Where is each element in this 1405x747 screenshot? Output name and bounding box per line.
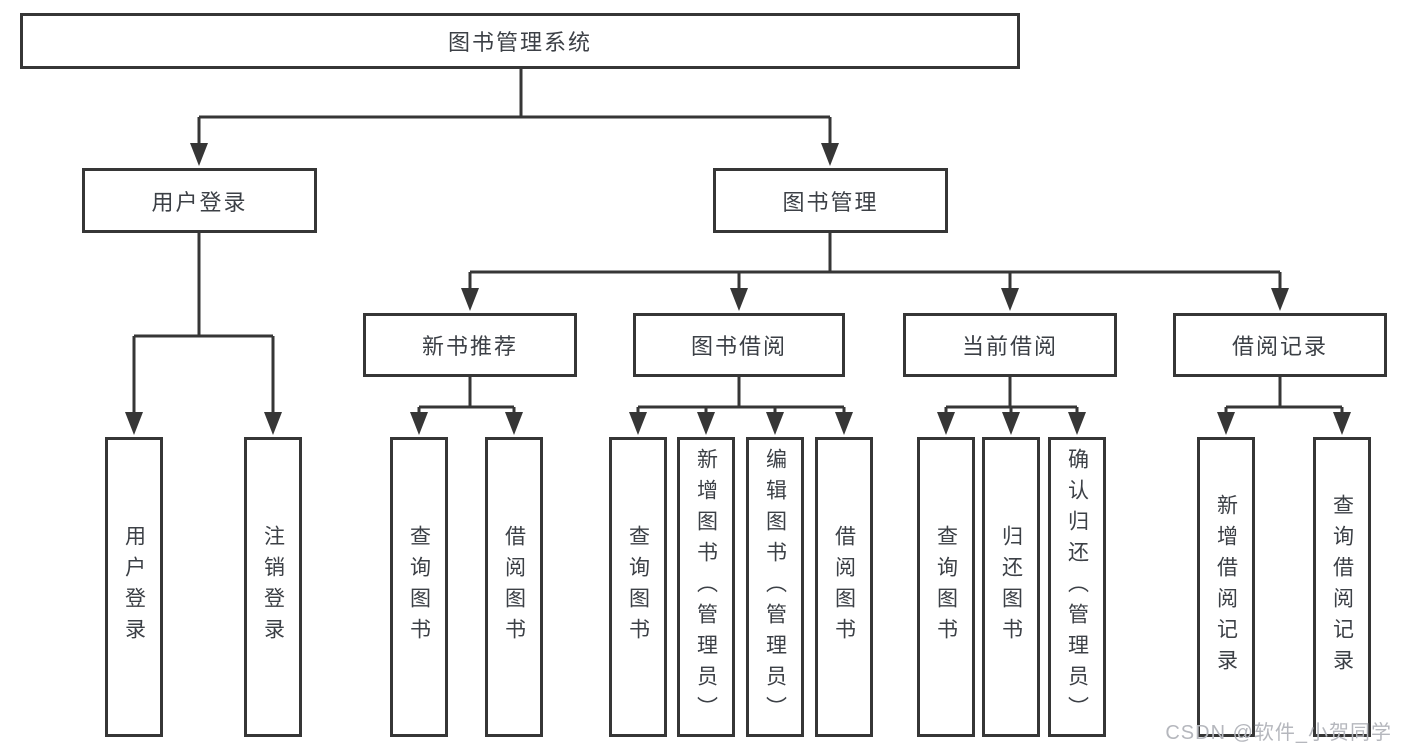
leaf-records-query-record: 查询借阅记录: [1313, 437, 1371, 737]
csdn-watermark: CSDN @软件_小贺同学: [1165, 722, 1392, 744]
leaf-borrowing-add-books-admin: 新增图书（管理员）: [677, 437, 735, 737]
leaf-records-add-record: 新增借阅记录: [1197, 437, 1255, 737]
leaf-borrowing-query-books: 查询图书: [609, 437, 667, 737]
node-user-login: 用户登录: [82, 168, 317, 233]
node-borrowing-records: 借阅记录: [1173, 313, 1387, 377]
leaf-newbooks-query-books: 查询图书: [390, 437, 448, 737]
node-book-borrowing: 图书借阅: [633, 313, 845, 377]
leaf-borrowing-edit-books-admin: 编辑图书（管理员）: [746, 437, 804, 737]
leaf-current-query-books: 查询图书: [917, 437, 975, 737]
node-current-borrowing: 当前借阅: [903, 313, 1117, 377]
leaf-user-login: 用户登录: [105, 437, 163, 737]
leaf-logout: 注销登录: [244, 437, 302, 737]
node-new-book-recommendation: 新书推荐: [363, 313, 577, 377]
leaf-current-return-books: 归还图书: [982, 437, 1040, 737]
node-book-management: 图书管理: [713, 168, 948, 233]
leaf-newbooks-borrow-books: 借阅图书: [485, 437, 543, 737]
leaf-current-confirm-return-admin: 确认归还（管理员）: [1048, 437, 1106, 737]
arrowheads: [125, 143, 1351, 435]
leaf-borrowing-borrow-books: 借阅图书: [815, 437, 873, 737]
node-library-management-system: 图书管理系统: [20, 13, 1020, 69]
